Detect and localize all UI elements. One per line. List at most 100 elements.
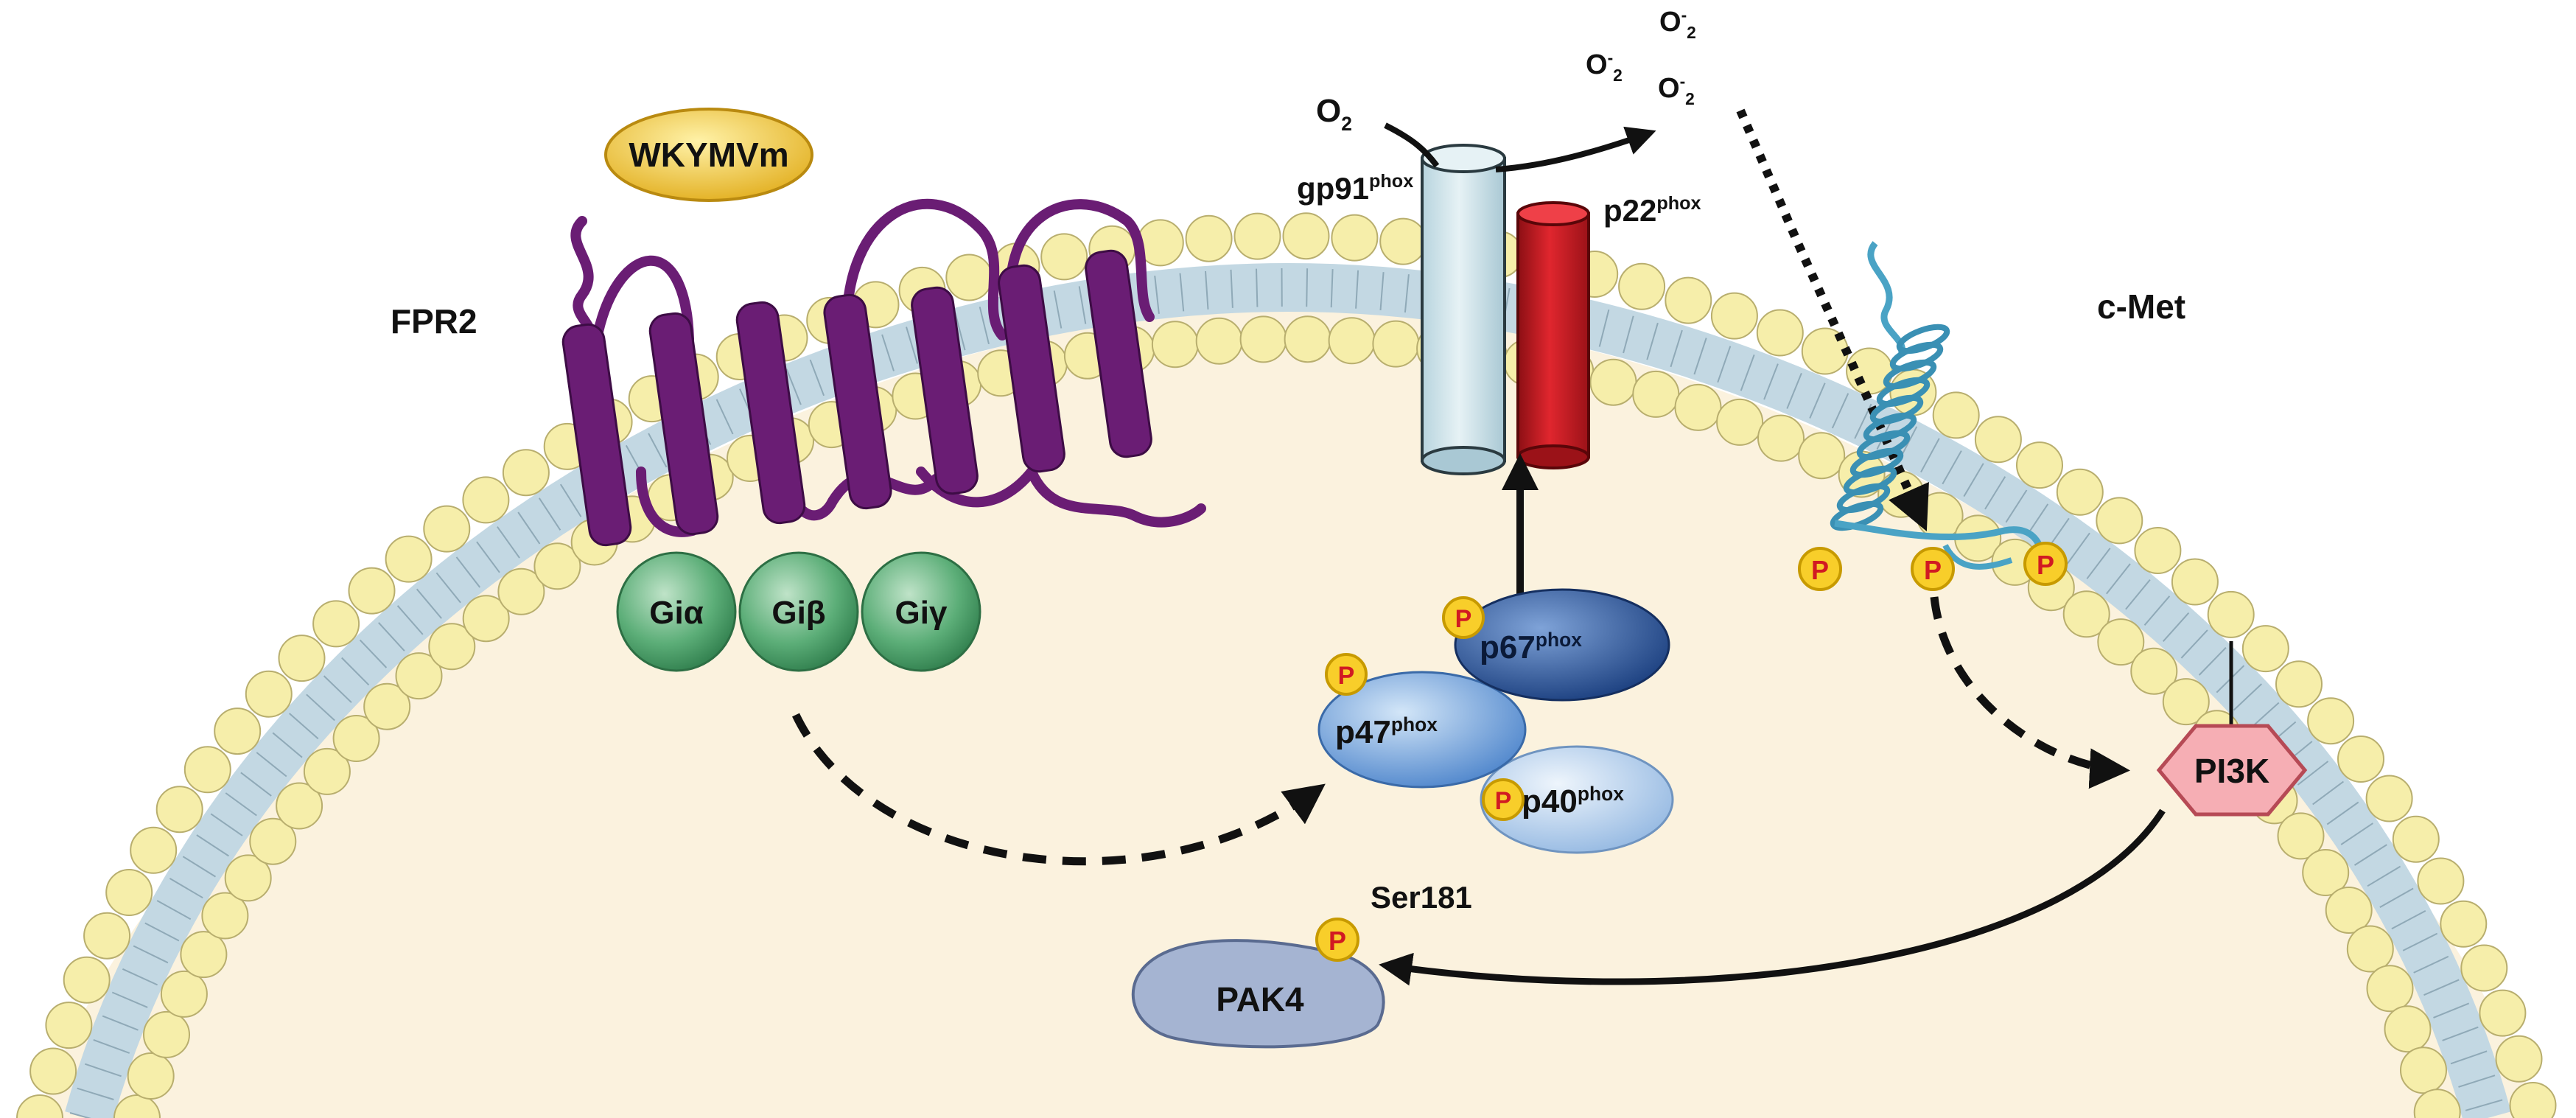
superoxide-label-2: O-2 (1586, 48, 1623, 85)
lipid-tail (169, 878, 203, 899)
lipid-tail (1256, 268, 1259, 307)
lipid-head (214, 708, 262, 755)
pi3k-to-pak4-arrow (1379, 808, 2166, 986)
lipid-tail (2312, 780, 2344, 806)
phospho-p67: P (1442, 596, 1485, 639)
lipid-head (2495, 1035, 2543, 1083)
lipid-tail (156, 900, 192, 920)
lipid-head (130, 826, 178, 874)
o2-substrate-label: O2 (1316, 93, 1352, 135)
gp91phox-label: gp91phox (1297, 171, 1413, 206)
membrane-tail-band (65, 262, 2511, 1118)
lipid-head (2134, 527, 2182, 574)
lipid-head (1331, 214, 1379, 262)
lipid-head (303, 747, 351, 795)
lipid-head (1846, 347, 1894, 395)
lipid-tail (2433, 1002, 2470, 1019)
lipid-tail (2125, 579, 2151, 610)
cmet-to-pi3k-dashed-arrow (1930, 596, 2130, 789)
lipid-tail (84, 1063, 122, 1077)
lipid-tail (1330, 269, 1334, 308)
lipid-tail (2458, 1075, 2496, 1088)
lipid-tail (954, 312, 966, 351)
lipid-head (2337, 736, 2384, 783)
lipid-head (363, 682, 411, 730)
lipid-tail (1963, 463, 1984, 497)
lipid-tail (210, 813, 243, 836)
p47phox-subunit: p47phox (1317, 671, 1527, 789)
lipid-head (1665, 276, 1712, 324)
g-beta-label: Giβ (771, 595, 825, 631)
lipid-head (2277, 812, 2325, 860)
lipid-tail (93, 1039, 130, 1054)
lipid-head (502, 449, 550, 497)
lipid-tail (1920, 438, 1940, 473)
lipid-tail (102, 1015, 139, 1031)
lipid-tail (341, 657, 370, 686)
lipid-head (1618, 262, 1666, 310)
superoxide-label-1: O-2 (1659, 5, 1696, 42)
lipid-head (160, 970, 208, 1018)
lipid-head (2479, 989, 2527, 1037)
lipid-head (1798, 432, 1846, 480)
lipid-tail (2402, 932, 2438, 951)
o2-out-arrow (1495, 126, 1656, 172)
lipid-head (1379, 217, 1427, 265)
lipid-head (155, 786, 203, 834)
lipid-tail (2379, 887, 2414, 908)
lipid-tail (396, 605, 424, 635)
lipid-tail (1078, 286, 1087, 324)
phospho-cmet-3: P (2023, 542, 2068, 586)
lipid-tail (648, 433, 668, 468)
phospho-p40: P (1482, 778, 1525, 821)
g-protein-beta: Giβ (738, 551, 859, 672)
lipid-head (2307, 697, 2355, 745)
lipid-head (224, 854, 272, 902)
lipid-tail (559, 483, 582, 517)
lipid-tail (1598, 309, 1610, 347)
pi3k-enzyme: PI3K (2156, 724, 2308, 817)
g-protein-to-p47-dashed-arrow (792, 713, 1326, 866)
gp91phox-cylinder (1421, 144, 1506, 475)
lipid-tail (2326, 801, 2359, 825)
lipid-tail (2106, 563, 2131, 595)
lipid-tail (1623, 315, 1634, 354)
lipid-tail (182, 856, 217, 878)
lipid-tail (2450, 1050, 2488, 1065)
lipid-head (201, 892, 249, 940)
lipid-tail (306, 693, 335, 722)
lipid-tail (225, 792, 257, 817)
lipid-tail (323, 675, 352, 703)
lipid-head (127, 1052, 175, 1100)
lipid-head (249, 817, 297, 865)
g-alpha-label: Giα (649, 595, 704, 631)
lipid-tail (2367, 865, 2401, 887)
svg-text:P: P (1455, 605, 1472, 633)
lipid-tail (1763, 363, 1779, 400)
lipid-tail (2442, 1026, 2479, 1041)
lipid-head (462, 476, 510, 524)
g-protein-alpha: Giα (616, 551, 737, 672)
phospho-pak4: P (1315, 918, 1359, 962)
wkymvm-ligand: WKYMVm (604, 108, 813, 202)
lipid-head (2413, 1089, 2461, 1118)
lipid-head (2162, 678, 2210, 726)
lipid-tail (538, 497, 561, 531)
lipid-tail (1306, 268, 1309, 307)
lipid-head (2241, 625, 2289, 673)
lipid-head (462, 595, 510, 643)
lipid-head (1282, 212, 1330, 260)
fpr2-helices (561, 249, 1152, 547)
lipid-tail (1809, 382, 1826, 419)
phospho-cmet-2: P (1911, 547, 1955, 591)
svg-text:P: P (2037, 550, 2054, 580)
lipid-head (83, 912, 131, 960)
lipid-tail (1379, 272, 1385, 311)
ser181-label: Ser181 (1371, 880, 1472, 915)
lipid-head (2016, 441, 2063, 489)
lipid-head (2097, 618, 2145, 666)
lipid-tail (2423, 979, 2460, 996)
lipid-tail (1693, 338, 1707, 375)
lipid-head (1974, 416, 2022, 464)
lipid-tail (1670, 329, 1683, 368)
